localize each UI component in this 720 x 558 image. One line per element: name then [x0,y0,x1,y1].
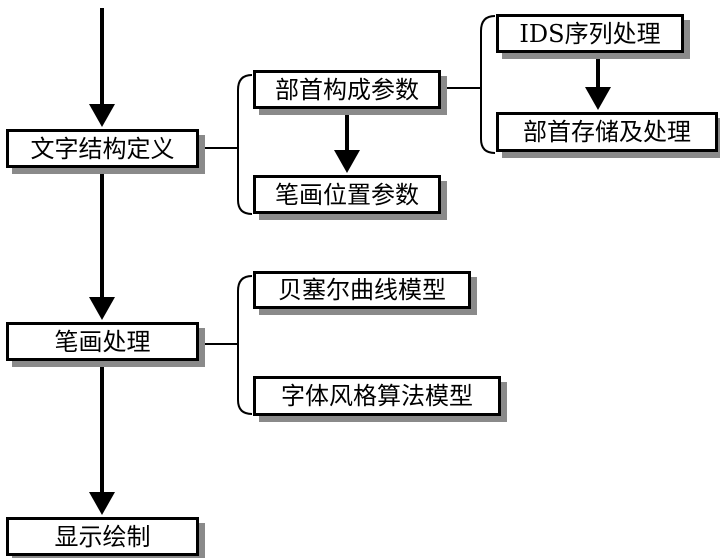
node-label: IDS序列处理 [519,19,661,48]
radical-to-position-arrow [334,109,360,173]
node-label: 显示绘制 [54,522,151,551]
node-label: 笔画处理 [54,327,151,356]
arrowhead-ids-to-storage [585,87,611,110]
arrowhead-radical-to-position [334,150,360,173]
node-label: 字体风格算法模型 [281,382,473,410]
node-label: 贝塞尔曲线模型 [278,276,446,304]
node-label: 部首存储及处理 [523,118,691,146]
stroke-brace-bracket [237,275,253,415]
node-bezier-curve-model: 贝塞尔曲线模型 [253,271,471,309]
arrowhead-stroke-to-render [89,492,115,515]
define-brace-bracket [237,74,253,215]
node-label: 文字结构定义 [30,134,175,163]
node-text-structure-definition: 文字结构定义 [6,129,199,168]
node-label: 部首构成参数 [275,75,419,104]
arrowhead-define-to-stroke [89,297,115,320]
node-display-rendering: 显示绘制 [6,517,199,556]
node-stroke-processing: 笔画处理 [6,322,199,361]
radical-brace-bracket [480,15,496,154]
define-brace [199,74,253,215]
node-font-style-algorithm-model: 字体风格算法模型 [253,376,501,416]
node-radical-composition-params: 部首构成参数 [253,70,441,109]
stroke-brace [199,275,253,415]
node-label: 笔画位置参数 [275,180,419,209]
ids-to-storage-arrow [585,53,611,110]
radical-brace [441,15,496,154]
node-ids-sequence-processing: IDS序列处理 [496,14,684,53]
main-flow-arrows [89,8,115,515]
node-radical-storage-processing: 部首存储及处理 [496,112,718,152]
arrowhead-into-define [89,104,115,127]
node-stroke-position-params: 笔画位置参数 [253,175,441,214]
